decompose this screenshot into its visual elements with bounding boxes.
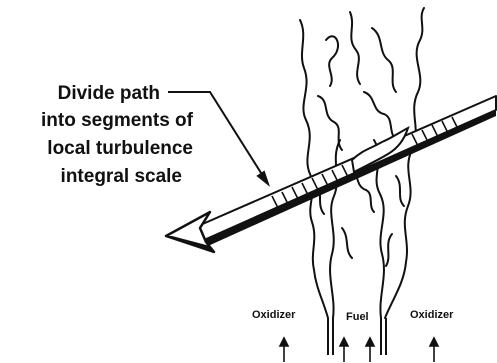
arrow-shading [204, 110, 496, 246]
flame-left-edge [300, 20, 328, 318]
eddy-3 [372, 28, 396, 92]
callout-line-4: integral scale [61, 166, 182, 187]
flow-arrows [280, 338, 438, 362]
eddy-7 [396, 176, 404, 206]
flow-arrow-fuel-right [366, 338, 374, 362]
eddy-5 [364, 92, 396, 140]
eddy-1 [326, 36, 338, 86]
leader-arrowhead [258, 172, 268, 184]
callout-line-3: local turbulence [47, 138, 193, 159]
callout-line-1: Divide path [58, 83, 160, 104]
eddy-4 [318, 96, 342, 150]
callout-text: Divide path into segments of local turbu… [41, 83, 194, 187]
callout-line-2: into segments of [41, 110, 194, 131]
flow-arrow-oxidizer-right [430, 338, 438, 362]
flow-arrow-fuel-left [340, 338, 348, 362]
eddy-2 [350, 12, 360, 84]
eddy-9 [342, 228, 352, 258]
oxidizer-left-label: Oxidizer [252, 309, 296, 321]
burner-tubes [328, 318, 386, 355]
fuel-label: Fuel [346, 311, 369, 323]
eddy-10 [386, 234, 392, 266]
oxidizer-right-label: Oxidizer [410, 309, 454, 321]
flow-arrow-oxidizer-left [280, 338, 288, 362]
arrow-shaft [198, 96, 496, 240]
